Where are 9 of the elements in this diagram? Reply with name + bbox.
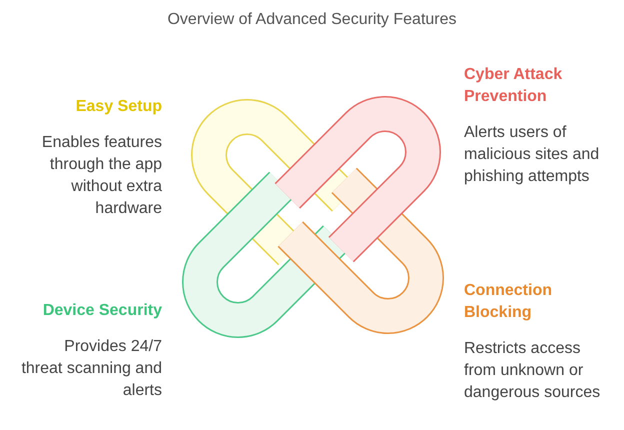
feature-heading: Device Security xyxy=(42,301,162,321)
feature-description: Alerts users of malicious sites and phishing attempts xyxy=(464,123,600,187)
feature-description: Restricts access from unknown or dangerous sources xyxy=(464,339,602,403)
diagram-title: Overview of Advanced Security Features xyxy=(166,10,458,30)
feature-description: Provides 24/7 threat scanning and alerts xyxy=(20,337,162,401)
feature-heading: Cyber Attack Prevention xyxy=(464,65,564,107)
feature-heading: Easy Setup xyxy=(74,97,162,117)
feature-description: Enables features through the app without extra hardware xyxy=(40,133,162,219)
feature-heading: Connection Blocking xyxy=(464,281,553,323)
